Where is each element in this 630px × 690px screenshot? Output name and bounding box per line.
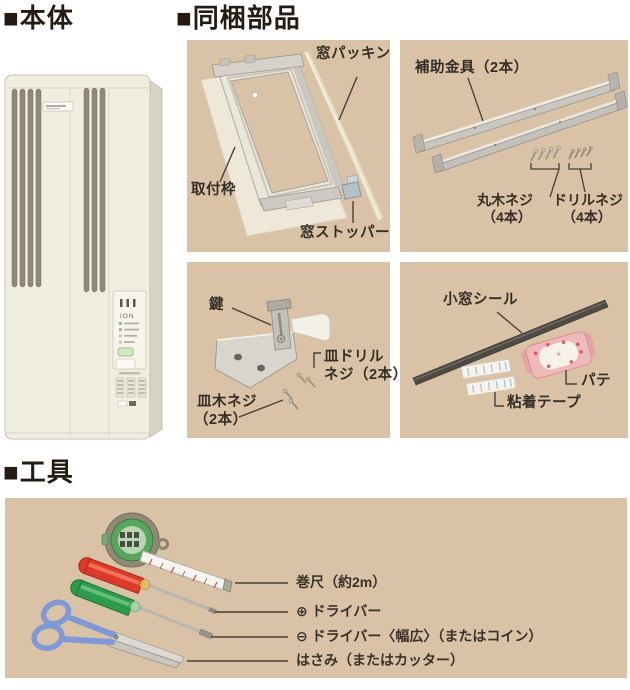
- parts-panel-frame: 窓パッキン 取付枠 窓ストッパー: [187, 40, 390, 252]
- scissors: [31, 599, 185, 669]
- leader-lines: [231, 307, 321, 418]
- tool-label-phillips-screwdriver: ⊕ ドライバー: [296, 603, 382, 619]
- flathead-screwdriver: [70, 579, 214, 640]
- seal-illustration: [412, 299, 609, 407]
- mounting-frame-illustration: [200, 50, 385, 237]
- control-panel: ION: [112, 290, 147, 375]
- ion-label: ION: [120, 313, 135, 320]
- label-lock: 鍵: [209, 297, 224, 313]
- label-flat-wood-screws-line2: （2本）: [194, 412, 248, 428]
- label-window-stopper: 窓ストッパー: [300, 225, 390, 241]
- label-drill-screws-count: （4本）: [562, 209, 612, 225]
- window-packing-part: [302, 50, 385, 223]
- label-small-window-seal: 小窓シール: [443, 292, 518, 308]
- left-vent-slats: [11, 88, 42, 288]
- tool-label-tape-measure: 巻尺（約2m）: [296, 574, 387, 590]
- label-round-wood-screws-count: （4本）: [482, 209, 532, 225]
- tool-label-flathead-screwdriver: ⊖ ドライバー〈幅広〉（またはコイン）: [296, 628, 543, 644]
- brackets-illustration: [412, 71, 628, 198]
- heading-main-unit: ■本体: [3, 3, 74, 33]
- label-mounting-frame: 取付枠: [191, 182, 236, 198]
- aux-bracket-rail-2: [431, 90, 628, 174]
- lock-part: [214, 298, 331, 389]
- drill-screws: [568, 146, 593, 160]
- tape-measure: [101, 512, 233, 593]
- leader-lines: [187, 582, 288, 662]
- lock-illustration: [214, 298, 331, 418]
- label-round-wood-screws: 丸木ネジ: [477, 192, 533, 208]
- label-window-packing: 窓パッキン: [316, 46, 391, 62]
- label-flat-drill-screws-line1: 皿ドリル: [324, 349, 384, 365]
- leader-lines: [219, 76, 358, 223]
- label-flat-drill-screws-line2: ネジ（2本）: [324, 367, 408, 383]
- aux-bracket-rail-1: [412, 71, 621, 154]
- window-stopper-part: [341, 174, 362, 200]
- small-window-seal-part: [412, 299, 609, 386]
- ac-unit-illustration: ION: [4, 74, 163, 440]
- parts-panel-seal: 小窓シール パテ 粘着テープ: [400, 262, 628, 438]
- putty-part: [521, 331, 596, 379]
- round-wood-screws: [530, 145, 561, 162]
- label-drill-screws: ドリルネジ: [553, 192, 623, 208]
- label-aux-brackets: 補助金具（2本）: [415, 60, 529, 76]
- adhesive-tape-part: [461, 359, 516, 396]
- main-unit-photo: ION: [0, 55, 180, 455]
- parts-panel-brackets: 補助金具（2本） 丸木ネジ （4本） ドリルネジ （4本）: [400, 40, 628, 252]
- flat-wood-screws: [282, 388, 299, 410]
- leader-lines: [467, 77, 592, 198]
- tools-illustration: [31, 512, 288, 669]
- heading-included-parts: ■同梱部品: [176, 3, 301, 33]
- label-flat-wood-screws-line1: 皿木ネジ: [197, 394, 257, 410]
- bottom-grilles: [115, 377, 147, 398]
- tool-label-scissors: はさみ（またはカッター）: [296, 652, 464, 668]
- heading-tools: ■工具: [3, 457, 74, 487]
- brand-nameplate: [42, 101, 74, 112]
- leader-lines: [494, 311, 577, 407]
- label-adhesive-tape: 粘着テープ: [507, 395, 582, 411]
- label-putty: パテ: [581, 373, 611, 389]
- phillips-screwdriver: [78, 557, 217, 615]
- tools-panel: 巻尺（約2m） ⊕ ドライバー ⊖ ドライバー〈幅広〉（またはコイン） はさみ（…: [5, 498, 627, 678]
- flat-drill-screws: [296, 372, 316, 388]
- middle-vent-slats: [83, 87, 106, 293]
- parts-panel-lock: 鍵 皿ドリル ネジ（2本） 皿木ネジ （2本）: [187, 262, 407, 438]
